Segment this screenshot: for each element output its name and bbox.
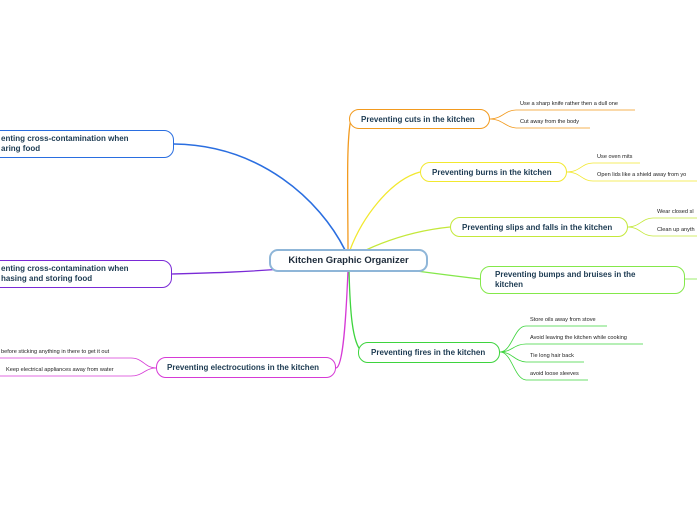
branch-slips[interactable]: Preventing slips and falls in the kitche… <box>450 217 628 237</box>
connector-cuts <box>346 118 352 251</box>
connector-electro <box>335 269 349 369</box>
leaf-fires-3[interactable]: Tie long hair back <box>530 353 574 359</box>
branch-burns[interactable]: Preventing burns in the kitchen <box>420 162 567 182</box>
branch-cross-contamination-preparing[interactable]: enting cross-contamination when aring fo… <box>0 130 174 158</box>
central-topic[interactable]: Kitchen Graphic Organizer <box>269 249 428 272</box>
branch-electrocutions[interactable]: Preventing electrocutions in the kitchen <box>156 357 336 378</box>
leaf-burns-1[interactable]: Use oven mits <box>597 154 633 160</box>
branch-cuts[interactable]: Preventing cuts in the kitchen <box>349 109 490 129</box>
leaf-cuts-2[interactable]: Cut away from the body <box>520 119 580 125</box>
leaf-burns-2[interactable]: Open lids like a shield away from yo <box>597 172 687 178</box>
connector-slips <box>365 226 451 251</box>
branch-cross-contamination-purchasing[interactable]: enting cross-contamination when hasing a… <box>0 260 172 288</box>
branch-fires[interactable]: Preventing fires in the kitchen <box>358 342 500 363</box>
connector-burns <box>349 171 421 251</box>
leaf-cuts-1[interactable]: Use a sharp knife rather then a dull one <box>520 101 618 107</box>
leaf-fires-4[interactable]: avoid loose sleeves <box>530 371 579 377</box>
leaf-electro-1[interactable]: before sticking anything in there to get… <box>1 349 110 355</box>
leaf-slips-1[interactable]: Wear closed sl <box>657 209 694 215</box>
connector-fires <box>348 269 363 353</box>
leaf-slips-2[interactable]: Clean up anyth <box>657 227 695 233</box>
leaf-fires-2[interactable]: Avoid leaving the kitchen while cooking <box>530 335 627 341</box>
leaf-fires-1[interactable]: Store oils away from stove <box>530 317 596 323</box>
connector-cross-prep <box>173 143 346 251</box>
leaf-electro-2[interactable]: Keep electrical appliances away from wat… <box>6 367 114 373</box>
branch-bumps[interactable]: Preventing bumps and bruises in the kitc… <box>480 266 685 294</box>
